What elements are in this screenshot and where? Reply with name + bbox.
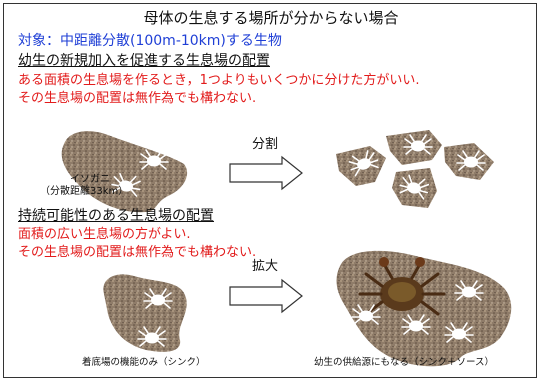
section2-heading: 持続可能性のある生息場の配置 <box>18 208 214 224</box>
slide-title: 母体の生息する場所が分からない場合 <box>143 9 399 27</box>
habitat-blob-small <box>103 274 187 352</box>
adult-crab-icon <box>358 257 446 316</box>
habitat-blob-large <box>336 250 512 367</box>
section2-line2: その生息場の配置は無作為でも構わない. <box>18 245 257 260</box>
expand-label: 拡大 <box>252 259 279 274</box>
target-line: 対象：中距離分散(100m-10km)する生物 <box>18 33 282 49</box>
section2-line1: 面積の広い生息場の方がよい. <box>18 227 191 242</box>
illustration-layer <box>61 130 512 367</box>
section1-line2: その生息場の配置は無作為でも構わない. <box>18 91 257 106</box>
species-label: イソガニ <box>70 174 110 185</box>
habitat-blob-single <box>61 131 188 213</box>
sink-caption: 着底場の機能のみ（シンク） <box>82 357 206 368</box>
divide-arrow <box>229 155 303 191</box>
section1-line1: ある面積の生息場を作るとき，1つよりもいくつかに分けた方がいい. <box>18 73 420 88</box>
section1-heading: 幼生の新規加入を促進する生息場の配置 <box>18 53 270 69</box>
expand-arrow <box>229 278 303 314</box>
sink-source-caption: 幼生の供給源にもなる（シンク＋ソース） <box>314 357 495 368</box>
slide-frame: 母体の生息する場所が分からない場合 対象：中距離分散(100m-10km)する生… <box>3 3 537 378</box>
species-dispersal: （分散距離33km） <box>40 186 129 197</box>
divide-label: 分割 <box>252 137 279 152</box>
